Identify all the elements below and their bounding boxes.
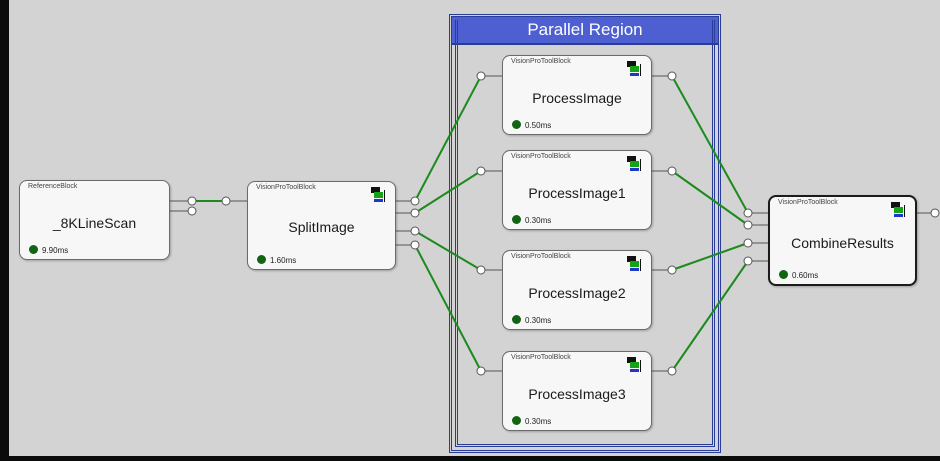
block-exec-time: 1.60ms — [270, 256, 297, 265]
block-8klinescan[interactable]: ReferenceBlock _8KLineScan 9.90ms — [19, 180, 170, 260]
block-exec-time: 0.30ms — [525, 216, 552, 225]
port-linescan-out2 — [187, 206, 197, 216]
block-kind-label: VisionProToolBlock — [511, 253, 571, 260]
vpro-tool-icon — [627, 61, 643, 78]
block-exec-time: 9.90ms — [42, 246, 69, 255]
block-name: ProcessImage1 — [528, 185, 626, 201]
wire-split-proc1 — [414, 170, 482, 214]
block-kind-label: VisionProToolBlock — [511, 354, 571, 361]
parallel-region[interactable]: Parallel Region — [449, 14, 721, 453]
port-split-out1 — [410, 196, 420, 206]
port-proc2-in — [476, 265, 486, 275]
port-combine-in3 — [743, 238, 753, 248]
status-dot-icon — [512, 120, 521, 129]
port-split-out4 — [410, 240, 420, 250]
port-combine-in4 — [743, 256, 753, 266]
port-linescan-out1 — [187, 196, 197, 206]
vpro-tool-icon — [627, 357, 643, 374]
block-name: CombineResults — [791, 235, 894, 251]
port-split-in — [221, 196, 231, 206]
port-combine-in1 — [743, 208, 753, 218]
vpro-tool-icon — [891, 202, 907, 219]
wire-split-proc0 — [414, 75, 482, 202]
block-name: _8KLineScan — [52, 215, 137, 231]
port-proc1-out — [667, 166, 677, 176]
block-kind-label: VisionProToolBlock — [511, 58, 571, 65]
block-name: SplitImage — [288, 219, 355, 235]
block-kind-label: VisionProToolBlock — [511, 153, 571, 160]
port-combine-out — [930, 208, 940, 218]
status-dot-icon — [779, 270, 788, 279]
parallel-region-title: Parallel Region — [452, 17, 718, 45]
block-exec-time: 0.30ms — [525, 417, 552, 426]
block-processimage[interactable]: VisionProToolBlock ProcessImage 0.50ms — [502, 55, 652, 135]
status-dot-icon — [512, 215, 521, 224]
block-splitimage[interactable]: VisionProToolBlock SplitImage 1.60ms — [247, 181, 396, 270]
block-exec-time: 0.60ms — [792, 271, 819, 280]
status-dot-icon — [512, 416, 521, 425]
wire-proc3-combine — [671, 260, 749, 372]
block-processimage2[interactable]: VisionProToolBlock ProcessImage2 0.30ms — [502, 250, 652, 330]
block-processimage1[interactable]: VisionProToolBlock ProcessImage1 0.30ms — [502, 150, 652, 230]
status-dot-icon — [29, 245, 38, 254]
vpro-tool-icon — [627, 256, 643, 273]
block-kind-label: VisionProToolBlock — [256, 184, 316, 191]
wire-proc2-combine — [671, 242, 749, 271]
status-dot-icon — [257, 255, 266, 264]
vpro-tool-icon — [371, 187, 387, 204]
wire-split-proc2 — [414, 230, 482, 271]
wire-split-proc3 — [414, 244, 482, 372]
block-kind-label: VisionProToolBlock — [778, 199, 838, 206]
port-proc0-in — [476, 71, 486, 81]
window-frame-left — [0, 0, 9, 461]
status-dot-icon — [512, 315, 521, 324]
port-proc1-in — [476, 166, 486, 176]
block-name: ProcessImage3 — [528, 386, 626, 402]
port-proc0-out — [667, 71, 677, 81]
port-combine-in2 — [743, 220, 753, 230]
block-combineresults[interactable]: VisionProToolBlock CombineResults 0.60ms — [768, 195, 917, 286]
port-split-out3 — [410, 226, 420, 236]
port-proc3-in — [476, 366, 486, 376]
wire-proc1-combine — [671, 170, 749, 226]
block-processimage3[interactable]: VisionProToolBlock ProcessImage3 0.30ms — [502, 351, 652, 431]
block-name: ProcessImage — [532, 90, 622, 106]
port-proc3-out — [667, 366, 677, 376]
block-exec-time: 0.30ms — [525, 316, 552, 325]
vpro-tool-icon — [627, 156, 643, 173]
block-name: ProcessImage2 — [528, 285, 626, 301]
block-exec-time: 0.50ms — [525, 121, 552, 130]
port-proc2-out — [667, 265, 677, 275]
wire-proc0-combine — [671, 75, 749, 214]
port-split-out2 — [410, 208, 420, 218]
window-frame-bottom — [0, 456, 940, 461]
block-kind-label: ReferenceBlock — [28, 183, 78, 190]
